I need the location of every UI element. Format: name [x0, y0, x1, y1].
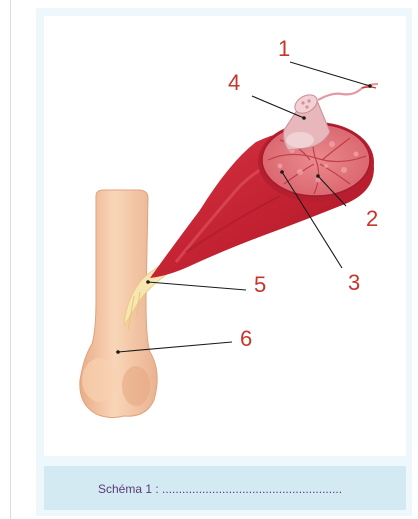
leader-line-5: [148, 282, 246, 290]
leader-line-1: [290, 62, 370, 86]
bone: [80, 190, 157, 418]
fascicle: [284, 91, 331, 150]
label-4: 4: [228, 70, 240, 95]
caption-answer-blank[interactable]: ........................................…: [162, 482, 342, 496]
figure-caption: Schéma 1 : .............................…: [98, 482, 342, 496]
label-5: 5: [254, 272, 266, 297]
label-1: 1: [278, 36, 290, 61]
label-3: 3: [348, 270, 360, 295]
caption-label: Schéma 1 :: [98, 482, 159, 496]
label-6: 6: [240, 326, 252, 351]
label-2: 2: [366, 206, 378, 231]
